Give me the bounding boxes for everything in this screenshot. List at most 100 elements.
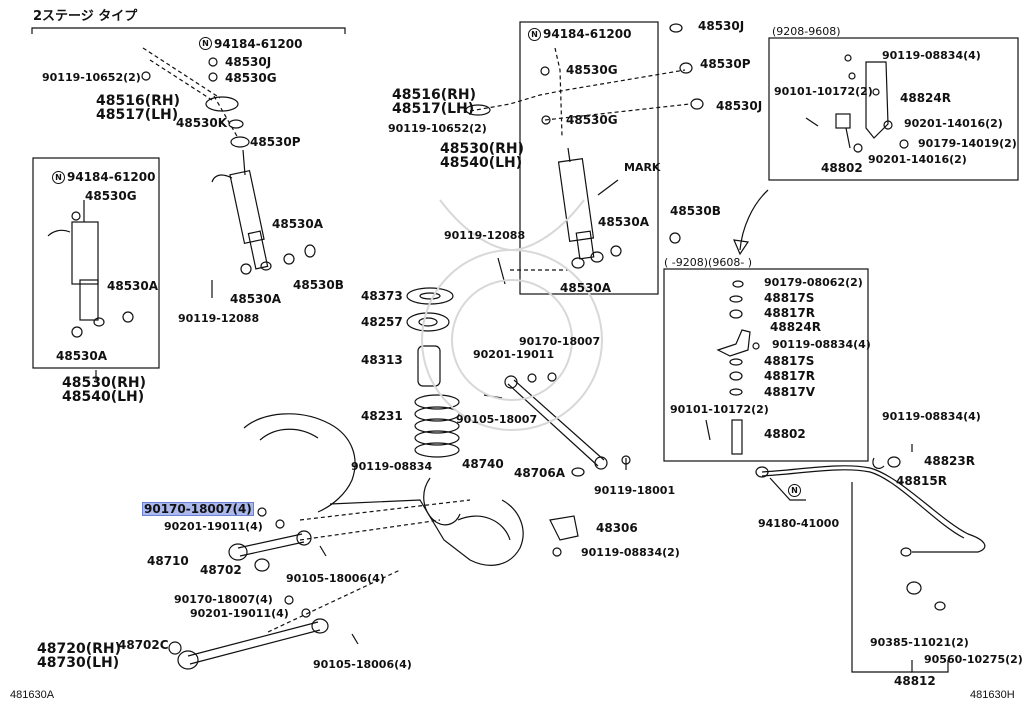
bolt-head-18001: [621, 455, 631, 465]
bolt-08834-a2: [848, 72, 856, 80]
axle-diff: [329, 499, 524, 566]
stabilizer-bar-48812: [761, 465, 986, 553]
label-date-range: (9208-9608): [772, 25, 841, 38]
axle-bracket: [423, 477, 461, 526]
label-90179-14019: 90179-14019(2): [918, 137, 1017, 150]
label-90119-08834: 90119-08834(4): [882, 49, 981, 62]
label-90119-08834: 90119-08834: [351, 460, 433, 473]
label-90170-18007-highlighted[interactable]: 90170-18007(4): [142, 502, 254, 516]
bolt-18007-a: [527, 373, 537, 383]
nut-08062: [732, 280, 744, 288]
bolt-90101-a: [805, 117, 819, 127]
stabilizer-bar-48812-b: [761, 469, 965, 539]
coil-spring-48231: [414, 394, 460, 458]
label-90170-18007: 90170-18007: [519, 335, 601, 348]
label-48824R: 48824R: [770, 320, 821, 334]
washer-14019: [899, 139, 909, 149]
label-48530P: 48530P: [700, 57, 751, 71]
inset-shock-lower: [79, 279, 99, 321]
inset-shock-wire: [47, 229, 71, 237]
bushing-48530B-b: [669, 232, 681, 244]
bolt-90105-18006-b: [351, 633, 359, 645]
label-48702C: 48702C: [118, 638, 169, 652]
bolt-90105-18006-a: [319, 545, 327, 557]
label-48812: 48812: [894, 674, 936, 688]
stabilizer-end-b: [900, 547, 912, 557]
label-48823R: 48823R: [924, 454, 975, 468]
bushing-48530A-b: [240, 263, 252, 275]
label-48530A: 48530A: [56, 349, 108, 363]
label-48530J: 48530J: [225, 55, 272, 69]
bolt-08834-d: [552, 547, 562, 557]
upper-mount-48516-b: [465, 104, 491, 116]
bracket-48824R-a: [865, 61, 889, 139]
label-48817R: 48817R: [764, 306, 815, 320]
label-48817R: 48817R: [764, 369, 815, 383]
label-date-range: ( -9208)(9608- ): [664, 256, 753, 269]
label-48373: 48373: [361, 289, 403, 303]
label-48817V: 48817V: [764, 385, 816, 399]
label-48516-48517: 48516(RH) 48517(LH): [96, 93, 180, 123]
left-inset-box: [32, 157, 160, 369]
washer-90560: [934, 601, 946, 611]
label-94180-41000: 94180-41000: [758, 517, 840, 530]
bumper-48313: [417, 345, 441, 387]
axle-housing-left-inner: [259, 428, 319, 441]
label-94184-61200: 94184-61200: [67, 170, 156, 184]
washer-48530J-a: [208, 57, 218, 67]
shock-body-top: [229, 169, 265, 245]
inset-shock-body: [71, 221, 99, 285]
dashed-guide-1: [142, 47, 239, 139]
mount-dashed-2: [544, 103, 691, 121]
label-48530B: 48530B: [293, 278, 344, 292]
label-90201-14016: 90201-14016(2): [868, 153, 967, 166]
label-48530A: 48530A: [598, 215, 650, 229]
link-48802-a-rod: [845, 127, 851, 149]
lower-arm-48720: [187, 621, 321, 665]
label-48802: 48802: [764, 427, 806, 441]
link-48802-a: [835, 113, 851, 129]
label-48530-48540: 48530(RH) 48540(LH): [440, 141, 524, 171]
bracket-48306: [549, 515, 579, 541]
label-48530B: 48530B: [670, 204, 721, 218]
bushing-48706A: [571, 467, 585, 477]
label-48530J: 48530J: [716, 99, 763, 113]
label-48530A: 48530A: [107, 279, 159, 293]
shock-rod-top: [242, 149, 246, 176]
label-48516-48517: 48516(RH) 48517(LH): [392, 87, 476, 117]
stage-type-title: 2ステージ タイプ: [33, 9, 138, 24]
bolt-18007-hl: [257, 507, 267, 517]
label-48530G: 48530G: [566, 63, 618, 77]
label-90201-19011: 90201-19011(4): [190, 607, 289, 620]
upper-arm-bushing-b: [296, 530, 312, 546]
nut-14016-b: [853, 143, 863, 153]
label-90201-19011: 90201-19011(4): [164, 520, 263, 533]
mount-dashed-1: [469, 69, 686, 112]
seat-48257: [406, 312, 450, 332]
nut-19011-c: [301, 608, 311, 618]
label-90201-19011: 90201-19011: [473, 348, 555, 361]
axle-dashed-3: [267, 569, 401, 633]
label-48257: 48257: [361, 315, 403, 329]
bolt-90101-b: [705, 419, 711, 441]
n-badge-icon: N: [788, 484, 801, 497]
label-48530-48540: 48530(RH) 48540(LH): [62, 375, 146, 405]
right-middle-box: [663, 268, 869, 462]
label-48706A: 48706A: [514, 466, 566, 480]
label-90105-18006: 90105-18006(4): [313, 658, 412, 671]
center-dashed: [554, 47, 563, 137]
label-48817S: 48817S: [764, 354, 815, 368]
label-48802: 48802: [821, 161, 863, 175]
bushing-48817R-a: [729, 309, 743, 319]
n-badge-icon: N: [528, 28, 541, 41]
label-90179-08062: 90179-08062(2): [764, 276, 863, 289]
bracket-48823R: [872, 457, 885, 470]
inset-bushing-48530A-b: [71, 326, 83, 338]
diagram-code-right: 481630H: [970, 689, 1015, 701]
shock-wire-top: [211, 174, 233, 183]
washer-48530G-a: [208, 72, 218, 82]
axle-diff-inner: [457, 515, 511, 541]
label-48702: 48702: [200, 563, 242, 577]
axle-housing-left: [243, 413, 356, 513]
